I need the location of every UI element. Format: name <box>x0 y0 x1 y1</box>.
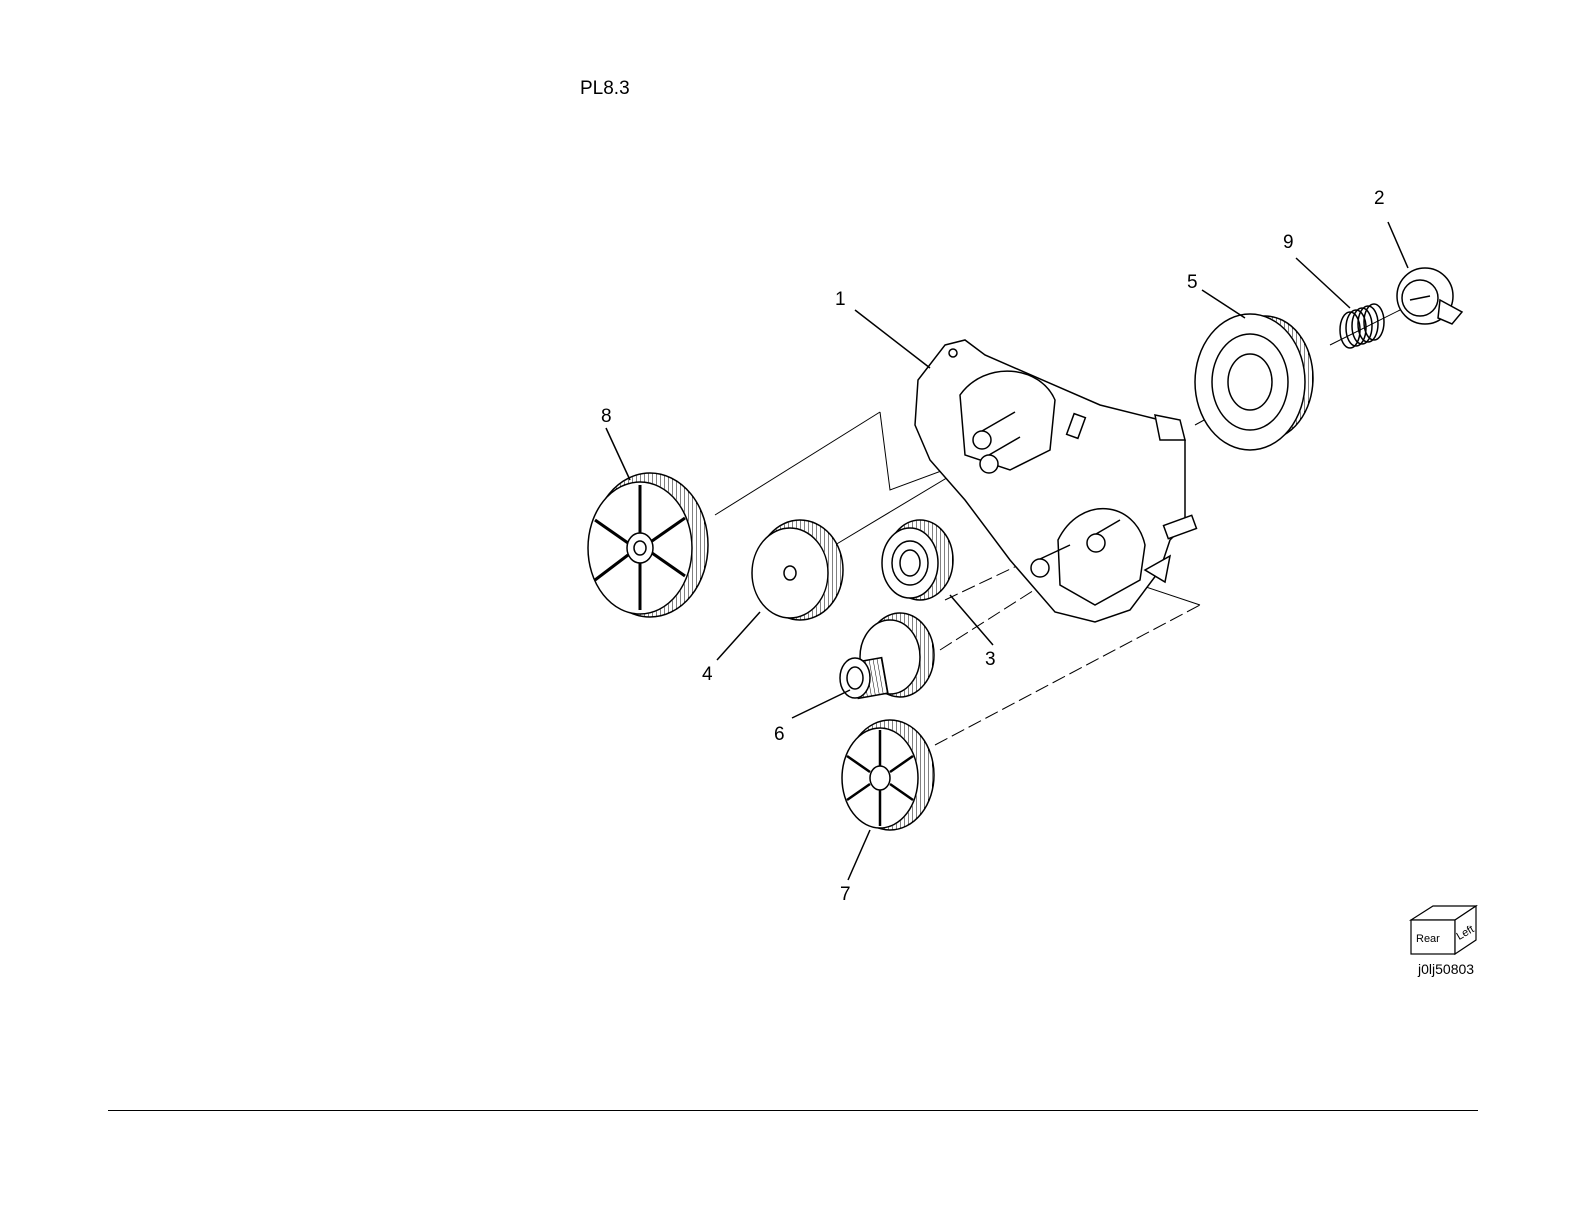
figure-id: j0lj50803 <box>1418 961 1474 977</box>
callout-1: 1 <box>835 289 846 310</box>
coupling-part-2 <box>1397 268 1462 324</box>
callout-8: 8 <box>601 406 612 427</box>
callout-5: 5 <box>1187 272 1198 293</box>
gear-part-5 <box>1195 314 1313 450</box>
spring-part-9 <box>1340 304 1384 348</box>
orientation-rear-label: Rear <box>1416 933 1440 945</box>
gear-part-3 <box>882 520 953 600</box>
callout-3: 3 <box>985 649 996 670</box>
callout-2: 2 <box>1374 188 1385 209</box>
callout-labels: 1 2 3 4 5 6 7 8 9 <box>601 188 1385 905</box>
gear-part-7 <box>842 720 934 830</box>
callout-9: 9 <box>1283 232 1294 253</box>
callout-7: 7 <box>840 884 851 905</box>
gear-part-6 <box>840 613 934 698</box>
callout-6: 6 <box>774 724 785 745</box>
callout-4: 4 <box>702 664 713 685</box>
bottom-rule <box>108 1110 1478 1111</box>
orientation-cube: Rear Left <box>1411 906 1476 954</box>
gear-part-4 <box>752 520 843 620</box>
gear-part-8 <box>588 473 708 617</box>
bracket-frame <box>915 340 1196 622</box>
